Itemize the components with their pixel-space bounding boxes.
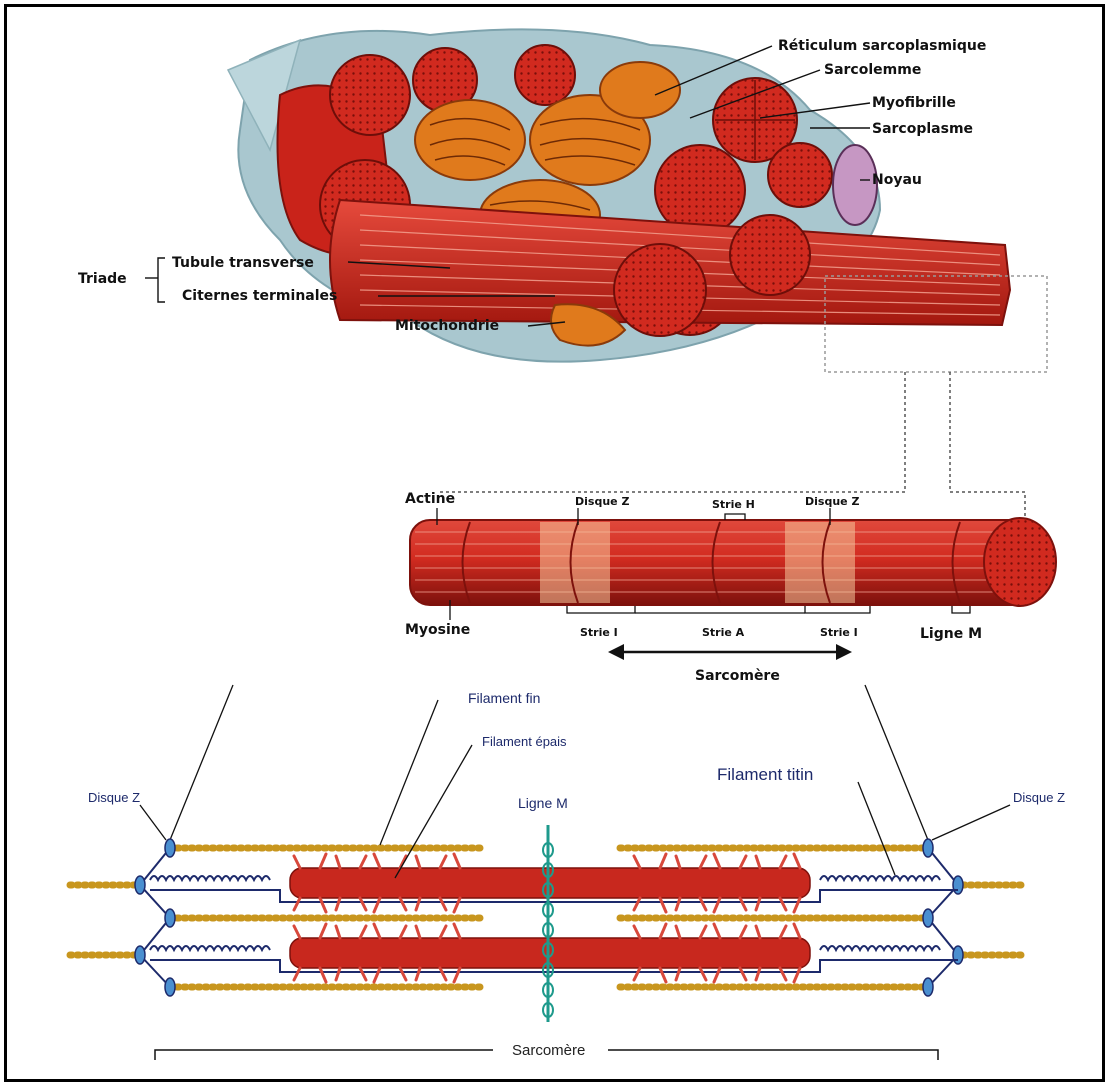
label-disque-z-bottom-left: Disque Z	[88, 790, 140, 805]
label-ligne-m-middle: Ligne M	[920, 626, 982, 642]
label-actine: Actine	[405, 491, 455, 507]
label-citernes: Citernes terminales	[182, 288, 337, 304]
label-disque-z-bottom-right: Disque Z	[1013, 790, 1065, 805]
label-sarcomere-bottom: Sarcomère	[512, 1042, 585, 1059]
label-sarcomere-middle: Sarcomère	[695, 668, 780, 684]
label-disque-z-right: Disque Z	[805, 495, 859, 508]
label-myosine: Myosine	[405, 622, 470, 638]
label-triade: Triade	[78, 271, 127, 287]
label-strie-i-right: Strie I	[820, 626, 858, 639]
label-mitochondrie: Mitochondrie	[395, 318, 499, 334]
label-ligne-m-bottom: Ligne M	[518, 795, 568, 811]
label-reticulum: Réticulum sarcoplasmique	[778, 38, 986, 54]
label-myofibrille: Myofibrille	[872, 95, 956, 111]
myofibril-cylinder	[410, 518, 1056, 606]
label-strie-a: Strie A	[702, 626, 745, 639]
label-sarcoplasme: Sarcoplasme	[872, 121, 973, 137]
sarcomere-arrow	[608, 644, 852, 660]
label-filament-epais: Filament épais	[482, 734, 567, 749]
label-filament-titin: Filament titin	[717, 765, 813, 784]
label-tubule: Tubule transverse	[172, 255, 314, 271]
label-sarcolemme: Sarcolemme	[824, 62, 921, 78]
label-noyau: Noyau	[872, 172, 922, 188]
label-strie-i-left: Strie I	[580, 626, 618, 639]
label-filament-fin: Filament fin	[468, 690, 540, 706]
label-disque-z-left: Disque Z	[575, 495, 629, 508]
label-strie-h: Strie H	[712, 498, 755, 511]
